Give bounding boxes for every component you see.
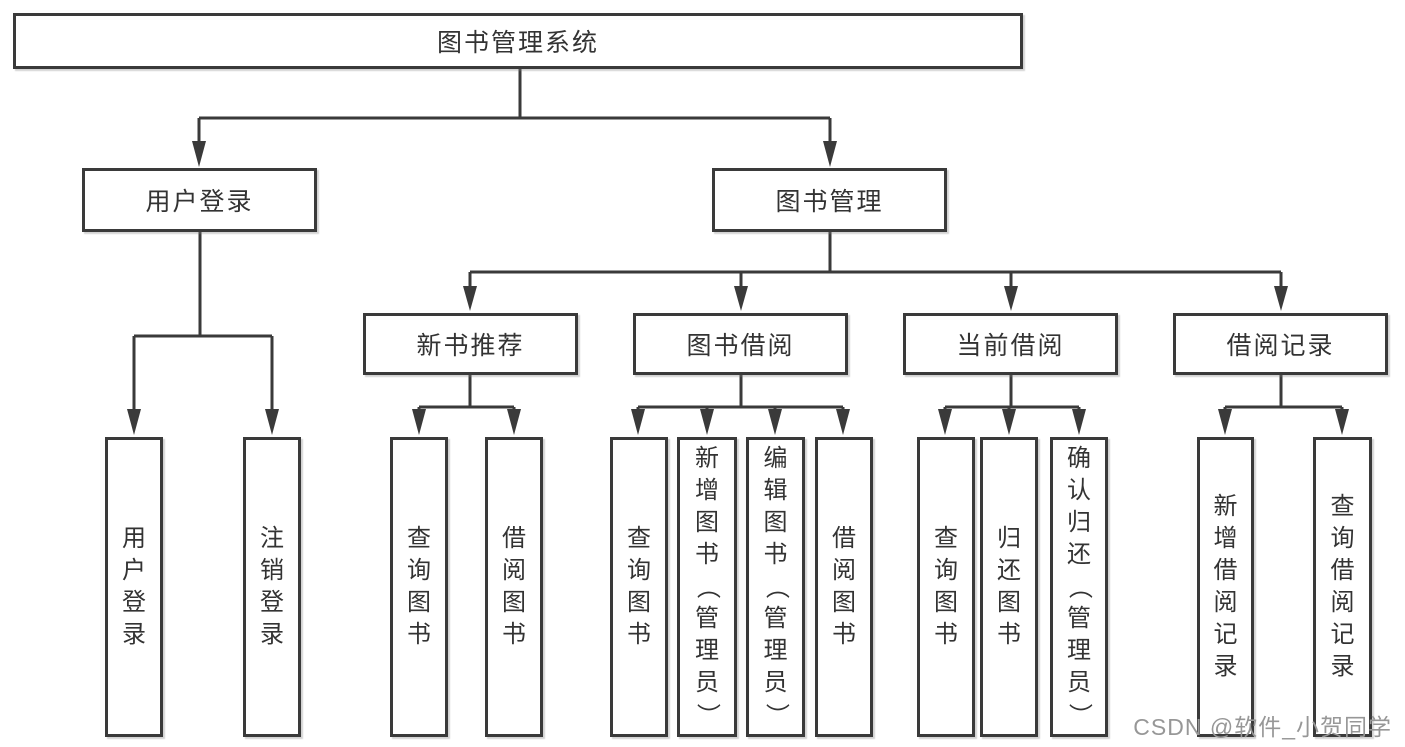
leaf-query-borrow-record: 查询借阅记录 bbox=[1313, 437, 1372, 737]
node-user-login: 用户登录 bbox=[82, 168, 317, 232]
leaf-borrow-books-newbooks: 借阅图书 bbox=[485, 437, 543, 737]
connector-book-mgmt-to-level3 bbox=[463, 232, 1288, 311]
connector-user-login-to-leaves bbox=[127, 232, 279, 435]
leaf-user-login: 用户登录 bbox=[105, 437, 163, 737]
connector-root-to-level2 bbox=[192, 69, 837, 167]
leaf-logout: 注销登录 bbox=[243, 437, 301, 737]
connector-new-books-to-leaves bbox=[412, 375, 521, 435]
leaf-return-books: 归还图书 bbox=[980, 437, 1038, 737]
leaf-add-books-admin: 新增图书（管理员） bbox=[677, 437, 737, 737]
connector-book-borrow-to-leaves bbox=[631, 375, 850, 435]
node-root: 图书管理系统 bbox=[13, 13, 1023, 69]
leaf-add-borrow-record: 新增借阅记录 bbox=[1197, 437, 1254, 737]
leaf-query-books-current: 查询图书 bbox=[917, 437, 975, 737]
leaf-edit-books-admin: 编辑图书（管理员） bbox=[746, 437, 805, 737]
node-current-borrow: 当前借阅 bbox=[903, 313, 1118, 375]
node-new-books: 新书推荐 bbox=[363, 313, 578, 375]
leaf-borrow-books-borrow: 借阅图书 bbox=[815, 437, 873, 737]
connector-borrow-records-to-leaves bbox=[1218, 375, 1349, 435]
node-book-borrow: 图书借阅 bbox=[633, 313, 848, 375]
node-borrow-records: 借阅记录 bbox=[1173, 313, 1388, 375]
connector-current-borrow-to-leaves bbox=[938, 375, 1086, 435]
leaf-query-books-borrow: 查询图书 bbox=[610, 437, 668, 737]
leaf-query-books-newbooks: 查询图书 bbox=[390, 437, 448, 737]
leaf-confirm-return-admin: 确认归还（管理员） bbox=[1050, 437, 1108, 737]
csdn-watermark: CSDN @软件_小贺同学 bbox=[1133, 714, 1392, 740]
node-book-mgmt: 图书管理 bbox=[712, 168, 947, 232]
